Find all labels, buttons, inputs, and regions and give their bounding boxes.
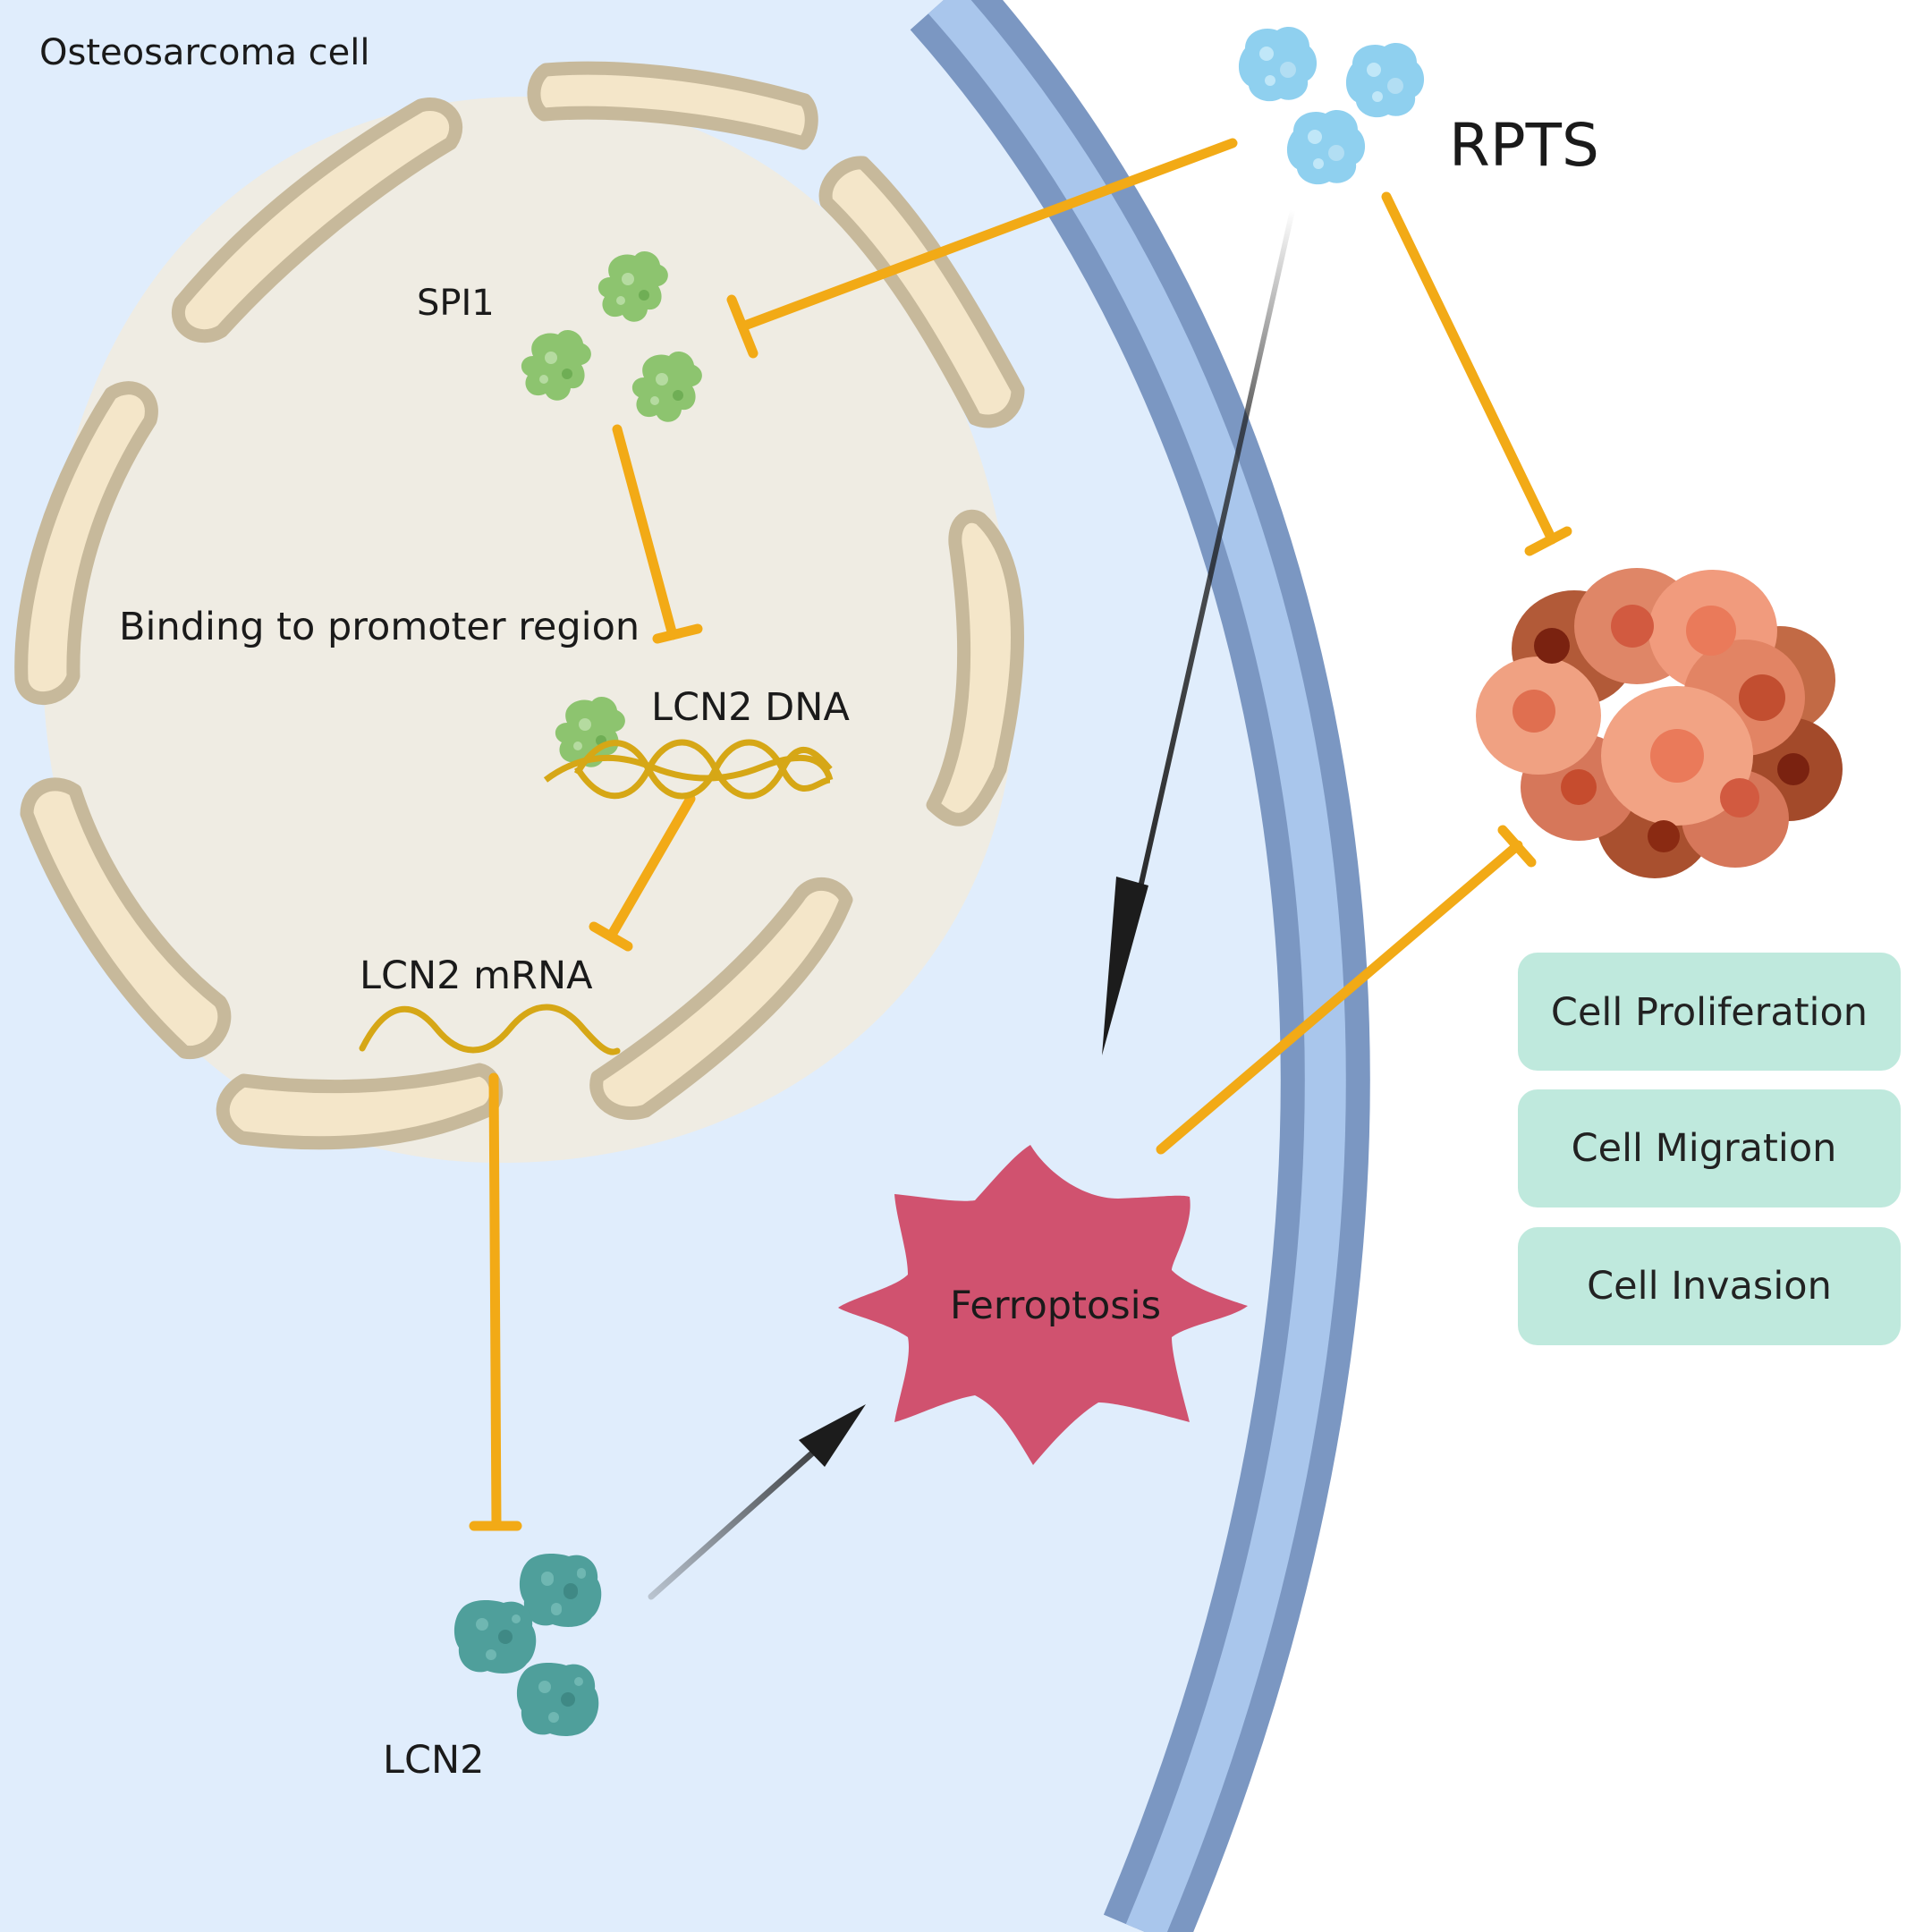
nuclear-envelope bbox=[14, 61, 1025, 1150]
activation-edges bbox=[648, 208, 1295, 1600]
outcome-label-invasion: Cell Invasion bbox=[1587, 1264, 1832, 1309]
nucleus bbox=[14, 61, 1025, 1163]
rpts-label: RPTS bbox=[1449, 111, 1599, 180]
nucleus-body bbox=[43, 97, 1015, 1163]
outcome-box-proliferation bbox=[1518, 953, 1901, 1071]
outcome-list: Cell Proliferation Cell Migration Cell I… bbox=[1518, 953, 1901, 1345]
ferroptosis-star-icon: Ferroptosis bbox=[838, 1145, 1248, 1465]
ferroptosis-label: Ferroptosis bbox=[950, 1284, 1161, 1328]
outcome-box-invasion bbox=[1518, 1227, 1901, 1345]
inhibition-edges bbox=[469, 138, 1572, 1531]
arrow-rpts-to-ferroptosis bbox=[1102, 208, 1295, 1055]
lcn2-dna-label: LCN2 DNA bbox=[651, 685, 850, 730]
inhibit-mrna-to-lcn2 bbox=[469, 1072, 522, 1531]
inhibit-dna-to-mrna bbox=[589, 793, 696, 952]
rpts-molecule-icon bbox=[1238, 27, 1425, 185]
inhibit-spi1-to-dna bbox=[612, 424, 703, 644]
tumor-cluster-icon bbox=[1476, 568, 1843, 878]
arrow-lcn2-to-ferroptosis bbox=[648, 1404, 866, 1600]
spi1-label: SPI1 bbox=[417, 283, 495, 324]
outcome-box-migration bbox=[1518, 1089, 1901, 1208]
inhibit-rpts-to-tumor bbox=[1381, 191, 1572, 556]
binding-label: Binding to promoter region bbox=[119, 605, 640, 649]
lcn2-mrna-label: LCN2 mRNA bbox=[360, 953, 593, 998]
outcome-label-migration: Cell Migration bbox=[1572, 1126, 1837, 1171]
mrna-strand-icon bbox=[359, 1004, 621, 1055]
cell-label: Osteosarcoma cell bbox=[39, 32, 370, 73]
cell-membrane-inner bbox=[928, 0, 1346, 1932]
inhibit-ferroptosis-to-tumor bbox=[1156, 825, 1537, 1155]
lcn2-label: LCN2 bbox=[383, 1738, 485, 1783]
outcome-label-proliferation: Cell Proliferation bbox=[1551, 990, 1868, 1035]
inhibit-rpts-to-spi1 bbox=[726, 138, 1238, 359]
dna-helix-icon bbox=[543, 697, 834, 800]
